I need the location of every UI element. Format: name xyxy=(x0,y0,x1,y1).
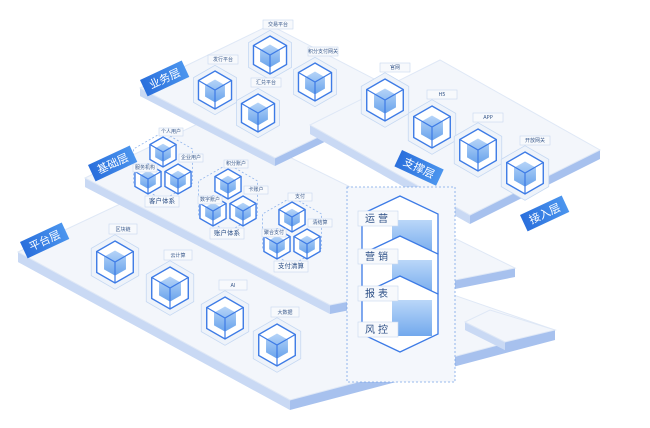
label-chip xyxy=(519,135,551,146)
foundation-item-label: 积分账户 xyxy=(226,160,246,167)
access-item-cube[interactable] xyxy=(407,99,457,155)
extra-slab xyxy=(463,309,557,350)
access-item-label: 官网 xyxy=(390,64,400,71)
business-item-label: 交易平台 xyxy=(268,21,288,28)
business-item-cube[interactable] xyxy=(193,64,237,116)
label-chip xyxy=(209,227,245,240)
label-chip xyxy=(379,62,411,73)
access-item-cube[interactable] xyxy=(360,72,410,128)
label-chip xyxy=(250,77,282,88)
label-chip xyxy=(472,112,504,123)
support-item-label: 运营 xyxy=(365,212,391,225)
foundation-item-label: 聚合支付 xyxy=(264,229,284,236)
label-chip xyxy=(178,153,204,163)
label-chip xyxy=(273,260,309,273)
business-item-label: 汇兑平台 xyxy=(256,79,276,86)
label-chip xyxy=(287,192,313,202)
label-chip xyxy=(158,127,184,137)
label-chip xyxy=(307,218,333,228)
foundation-item-label: 服务机构 xyxy=(135,164,155,171)
label-chip xyxy=(270,306,300,318)
label-chip xyxy=(261,228,287,238)
platform-item-cube[interactable] xyxy=(90,234,140,290)
access-item-cube[interactable] xyxy=(500,145,550,201)
label-chip xyxy=(163,249,193,261)
label-chip xyxy=(223,159,249,169)
business-item-cube[interactable] xyxy=(293,56,337,108)
foundation-item-cube[interactable] xyxy=(214,168,242,200)
support-item-label: 营销 xyxy=(365,250,391,263)
foundation-item-label: 企业用户 xyxy=(181,154,201,161)
access-item-label: H5 xyxy=(439,92,446,98)
access-item-label: APP xyxy=(483,115,492,121)
foundation-group-label: 支付清算 xyxy=(278,261,305,270)
foundation-group-label: 客户体系 xyxy=(149,196,176,205)
platform-item-label: 区块链 xyxy=(115,226,130,233)
foundation-layer-tag[interactable]: 基础层 xyxy=(88,145,138,182)
support-item-label: 报表 xyxy=(365,287,391,300)
business-item-label: 积分支付网关 xyxy=(308,48,338,55)
foundation-item-label: 个人用户 xyxy=(161,128,181,135)
business-item-cube[interactable] xyxy=(248,29,292,81)
label-chip xyxy=(108,223,138,235)
foundation-group-label: 账户体系 xyxy=(214,228,241,237)
business-item-label: 发行平台 xyxy=(213,56,233,63)
platform-item-label: 云计算 xyxy=(170,252,185,259)
label-chip xyxy=(243,185,269,195)
foundation-item-cube[interactable] xyxy=(229,195,257,227)
foundation-item-label: 卡账户 xyxy=(248,186,263,193)
foundation-item-cube[interactable] xyxy=(164,163,192,195)
business-item-cube[interactable] xyxy=(236,87,280,139)
foundation-item-cube[interactable] xyxy=(278,201,306,233)
foundation-item-cube[interactable] xyxy=(149,136,177,168)
support-item-label: 风控 xyxy=(365,323,391,336)
label-chip xyxy=(207,54,239,65)
platform-item-cube[interactable] xyxy=(252,317,302,373)
label-chip xyxy=(132,163,158,173)
label-chip xyxy=(262,19,294,30)
label-chip xyxy=(307,46,339,57)
foundation-item-label: 支付 xyxy=(295,193,305,200)
access-item-cube[interactable] xyxy=(453,122,503,178)
platform-item-label: AI xyxy=(231,283,236,289)
access-layer-tag[interactable]: 接入层 xyxy=(520,195,570,232)
label-chip xyxy=(144,195,180,208)
foundation-item-label: 数字账户 xyxy=(200,196,220,203)
foundation-item-label: 清结算 xyxy=(312,219,327,226)
label-chip xyxy=(197,195,223,205)
platform-item-label: 大数据 xyxy=(277,309,292,316)
platform-item-cube[interactable] xyxy=(145,260,195,316)
platform-item-cube[interactable] xyxy=(200,290,250,346)
label-chip xyxy=(218,279,248,291)
access-item-label: 开放网关 xyxy=(525,137,545,144)
foundation-item-cube[interactable] xyxy=(293,228,321,260)
label-chip xyxy=(426,89,458,100)
